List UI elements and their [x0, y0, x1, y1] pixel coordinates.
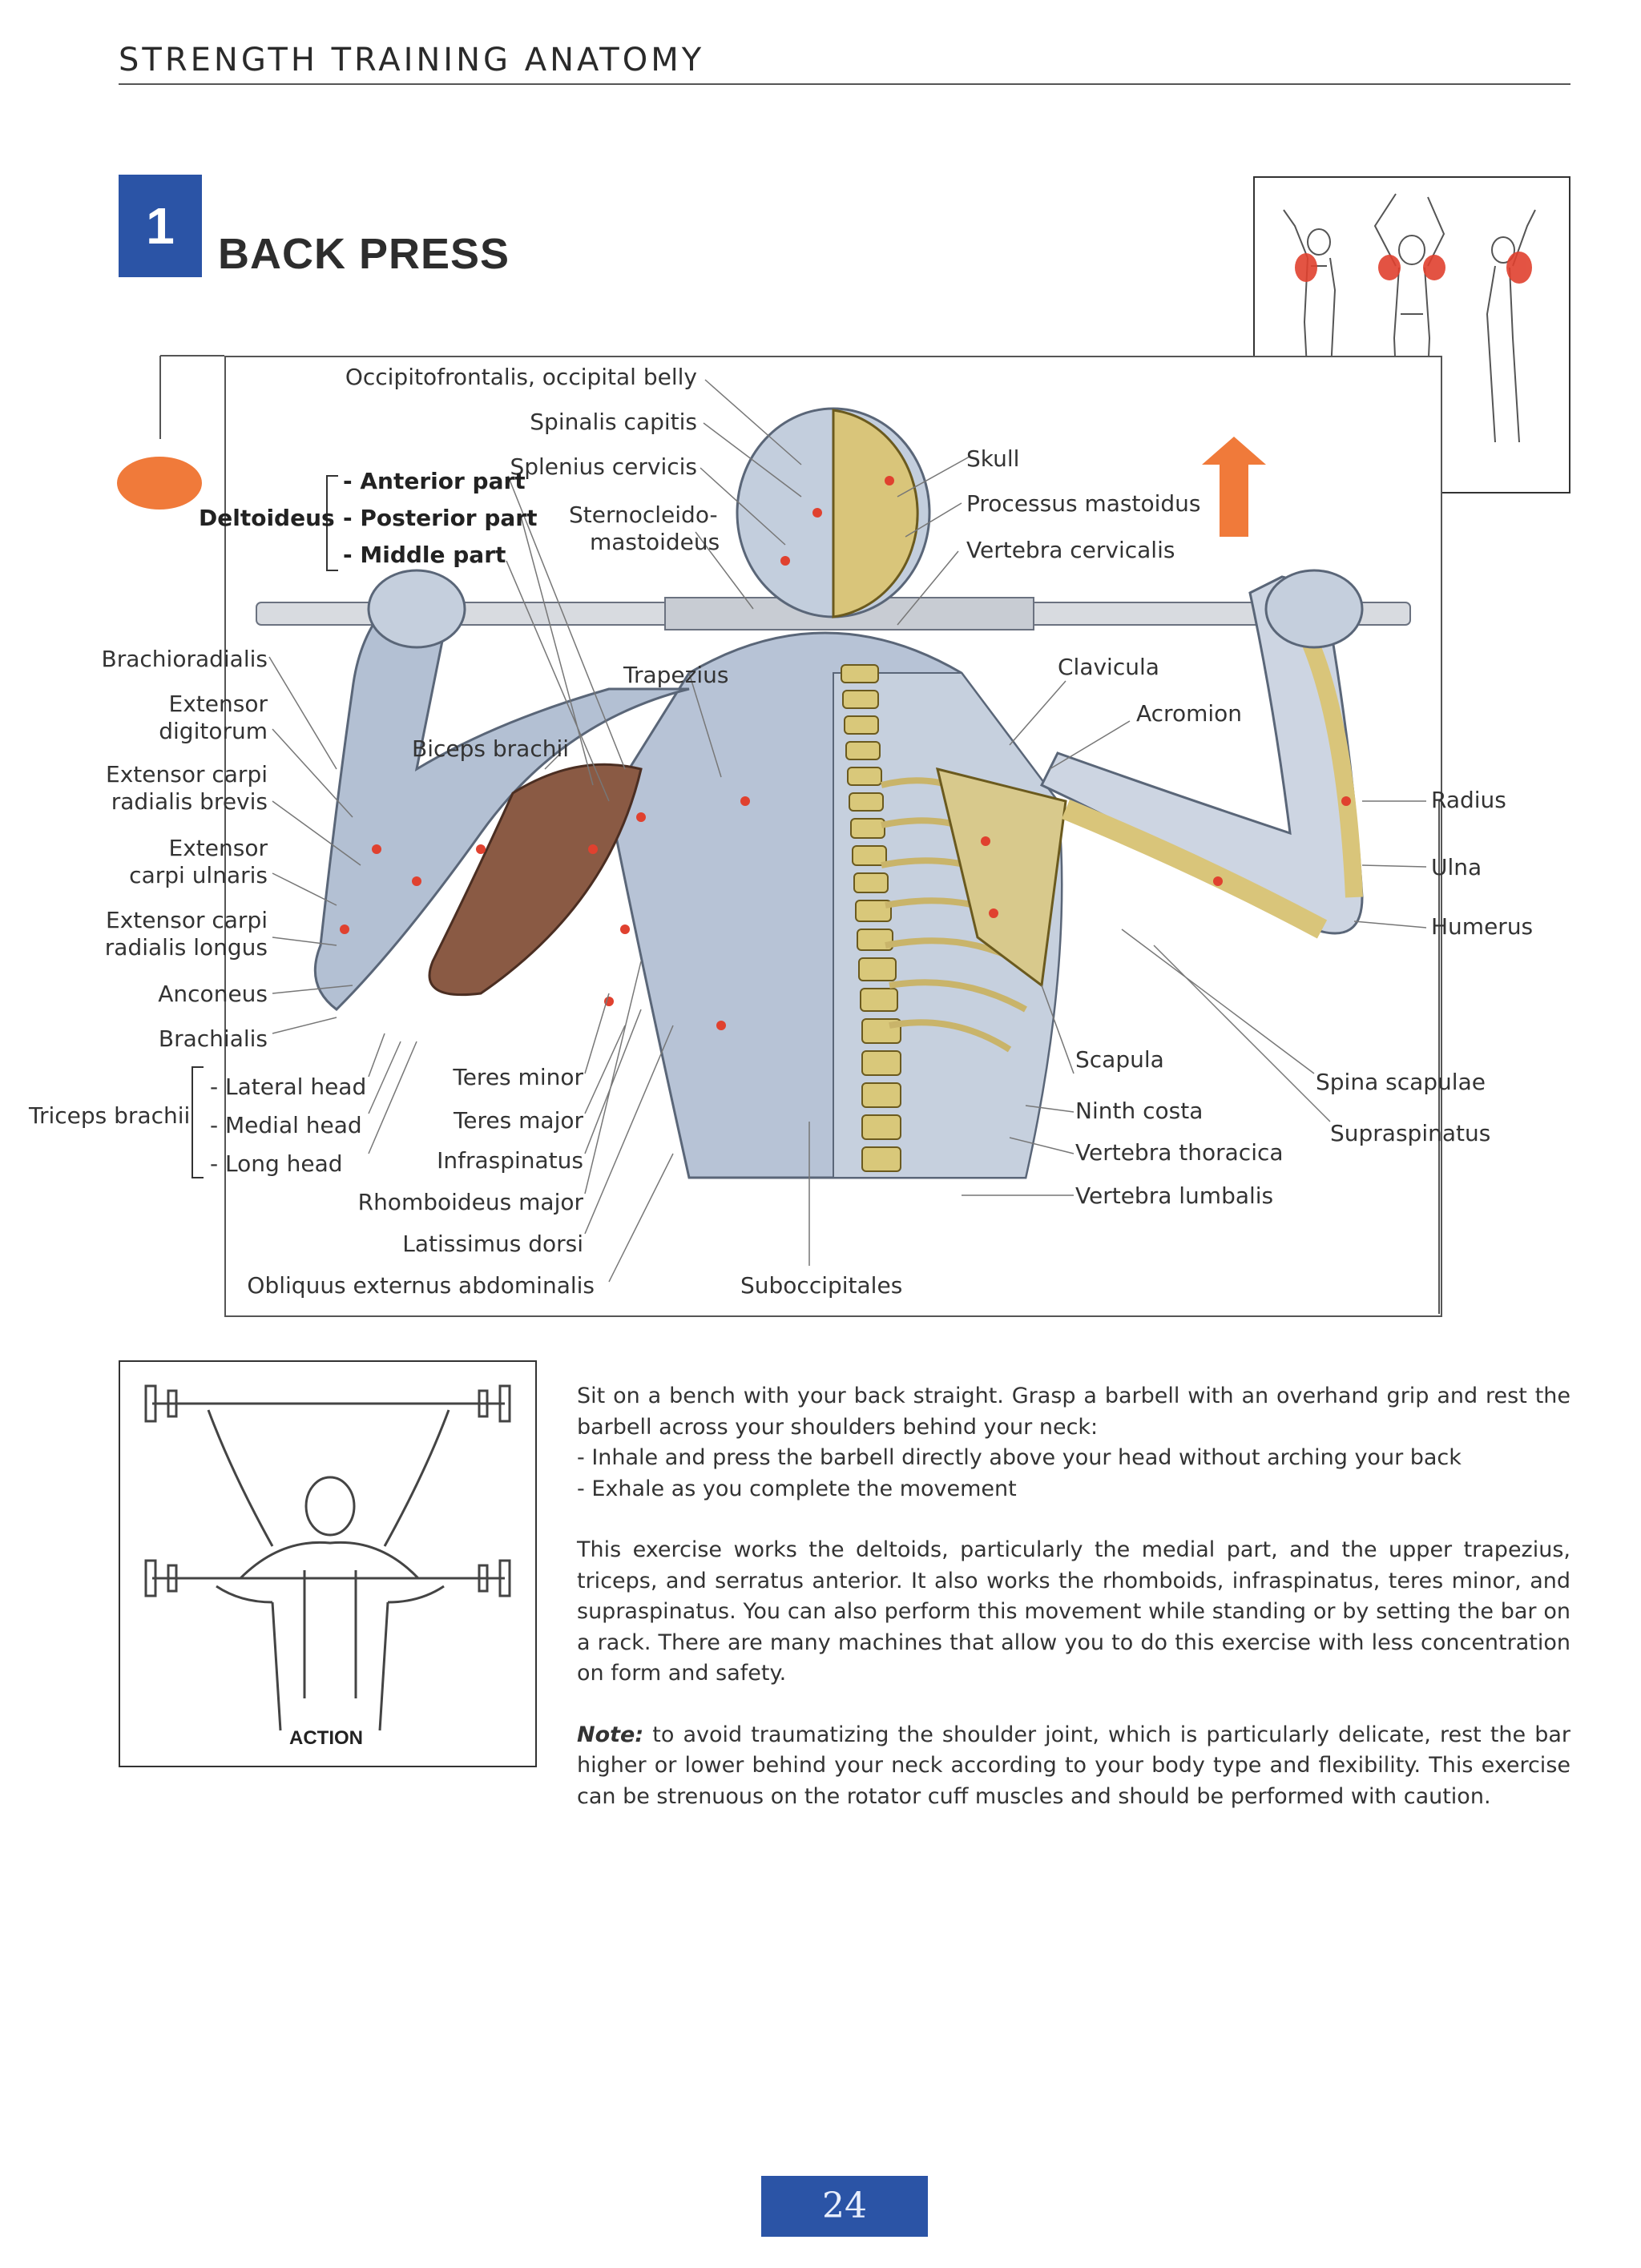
label-latissimus-dorsi: Latissimus dorsi: [402, 1231, 583, 1257]
header-rule: [119, 83, 1570, 85]
note-paragraph: Note: to avoid traumatizing the shoulder…: [577, 1720, 1570, 1813]
instructions-paragraph: Sit on a bench with your back straight. …: [577, 1381, 1570, 1505]
thumbnail-figures-illustration: [1283, 193, 1536, 451]
exercise-title: BACK PRESS: [218, 230, 510, 278]
label-humerus: Humerus: [1431, 913, 1534, 940]
label-ulna: Ulna: [1431, 854, 1482, 880]
action-illustration-box: [119, 1360, 537, 1767]
label-occipitofrontalis: Occipitofrontalis, occipital belly: [345, 364, 697, 390]
label-teres-minor: Teres minor: [453, 1064, 583, 1090]
label-vertebra-thoracica: Vertebra thoracica: [1075, 1139, 1284, 1166]
exercise-description: Sit on a bench with your back straight. …: [577, 1381, 1570, 1843]
label-sternocleidomastoideus-1: Sternocleido-: [569, 502, 718, 528]
label-ext-carpi-rad-longus-1: Extensor carpi: [106, 907, 268, 933]
label-spina-scapulae: Spina scapulae: [1316, 1069, 1486, 1095]
label-brachialis: Brachialis: [158, 1025, 268, 1052]
anatomy-illustration-frame: [224, 356, 1442, 1317]
page-number: 24: [761, 2176, 928, 2237]
label-vertebra-cervicalis: Vertebra cervicalis: [966, 537, 1175, 563]
label-trapezius: Trapezius: [623, 662, 729, 688]
label-ext-carpi-ulnaris-1: Extensor: [168, 835, 268, 861]
label-deltoideus: Deltoideus: [199, 505, 335, 531]
label-ext-carpi-rad-brevis-1: Extensor carpi: [106, 761, 268, 788]
label-triceps-long-head: - Long head: [210, 1150, 343, 1177]
label-extensor-digitorum-2: digitorum: [159, 718, 268, 744]
label-biceps-brachii: Biceps brachii: [412, 735, 570, 762]
highlight-marker: [117, 457, 202, 510]
label-scapula: Scapula: [1075, 1046, 1164, 1073]
note-body: to avoid traumatizing the shoulder joint…: [577, 1722, 1570, 1809]
label-rhomboideus-major: Rhomboideus major: [357, 1189, 583, 1215]
label-vertebra-lumbalis: Vertebra lumbalis: [1075, 1182, 1274, 1209]
label-obliquus-externus: Obliquus externus abdominalis: [247, 1272, 595, 1299]
label-triceps-brachii: Triceps brachii: [29, 1102, 191, 1129]
label-ext-carpi-rad-longus-2: radialis longus: [104, 934, 268, 961]
label-deltoid-middle: - Middle part: [343, 542, 506, 568]
label-suboccipitales: Suboccipitales: [740, 1272, 903, 1299]
label-teres-major: Teres major: [453, 1107, 583, 1134]
label-processus-mastoidus: Processus mastoidus: [966, 490, 1201, 517]
label-supraspinatus: Supraspinatus: [1330, 1120, 1491, 1146]
label-triceps-lateral-head: - Lateral head: [210, 1074, 367, 1100]
label-brachioradialis: Brachioradialis: [101, 646, 268, 672]
muscles-worked-paragraph: This exercise works the deltoids, partic…: [577, 1537, 1570, 1686]
label-deltoid-posterior: - Posterior part: [343, 505, 538, 531]
label-infraspinatus: Infraspinatus: [437, 1147, 583, 1174]
instruction-line-3: - Exhale as you complete the movement: [577, 1476, 1017, 1501]
instruction-line-1: Sit on a bench with your back straight. …: [577, 1384, 1570, 1440]
label-spinalis-capitis: Spinalis capitis: [530, 409, 697, 435]
label-ext-carpi-ulnaris-2: carpi ulnaris: [129, 862, 268, 888]
label-clavicula: Clavicula: [1058, 654, 1159, 680]
exercise-number-badge: 1: [119, 175, 202, 277]
label-anconeus: Anconeus: [158, 981, 268, 1007]
instruction-line-2: - Inhale and press the barbell directly …: [577, 1445, 1462, 1470]
note-label: Note:: [577, 1722, 644, 1747]
action-figure-illustration: [144, 1384, 511, 1731]
label-ext-carpi-rad-brevis-2: radialis brevis: [111, 788, 268, 815]
label-triceps-medial-head: - Medial head: [210, 1112, 362, 1138]
label-radius: Radius: [1431, 787, 1506, 813]
label-sternocleidomastoideus-2: mastoideus: [590, 529, 720, 555]
label-acromion: Acromion: [1136, 700, 1243, 727]
action-caption: ACTION: [289, 1727, 363, 1749]
running-head: STRENGTH TRAINING ANATOMY: [119, 42, 705, 79]
label-deltoid-anterior: - Anterior part: [343, 468, 526, 494]
label-splenius-cervicis: Splenius cervicis: [510, 453, 697, 480]
label-ninth-costa: Ninth costa: [1075, 1098, 1204, 1124]
label-skull: Skull: [966, 445, 1020, 472]
label-extensor-digitorum-1: Extensor: [168, 691, 268, 717]
